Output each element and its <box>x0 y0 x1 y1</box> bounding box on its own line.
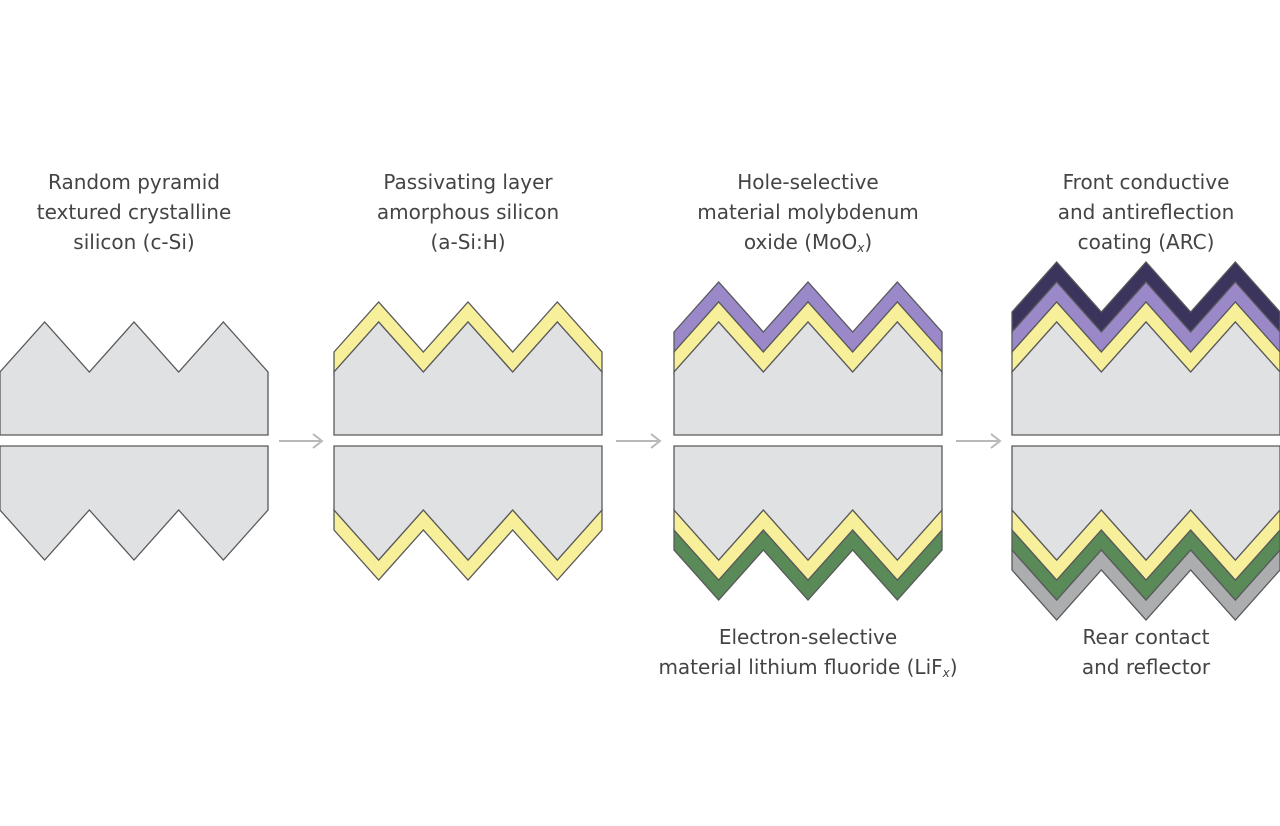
step4-top-label: Front conductive and antireflection coat… <box>1057 170 1235 254</box>
step2-silicon-top <box>333 321 603 436</box>
step3-top-label: Hole-selective material molybdenum oxide… <box>697 170 919 255</box>
step3-bottom-label: Electron-selective material lithium fluo… <box>658 625 958 680</box>
step2-silicon-bottom <box>333 445 603 561</box>
step4-silicon-bottom <box>1011 445 1280 561</box>
arrow-2-head <box>650 433 662 449</box>
step3-silicon-top <box>673 321 943 436</box>
step1-silicon-top <box>0 321 269 436</box>
arrow-3-head <box>990 433 1002 449</box>
step2-top-label: Passivating layer amorphous silicon (a-S… <box>376 170 560 254</box>
arrow-1-head <box>312 433 324 449</box>
step4-silicon-top <box>1011 321 1280 436</box>
step3-silicon-bottom <box>673 445 943 561</box>
step1-silicon-bottom <box>0 445 269 561</box>
step1-top-label: Random pyramid textured crystalline sili… <box>36 170 232 254</box>
step4-bottom-label: Rear contact and reflector <box>1081 625 1211 679</box>
